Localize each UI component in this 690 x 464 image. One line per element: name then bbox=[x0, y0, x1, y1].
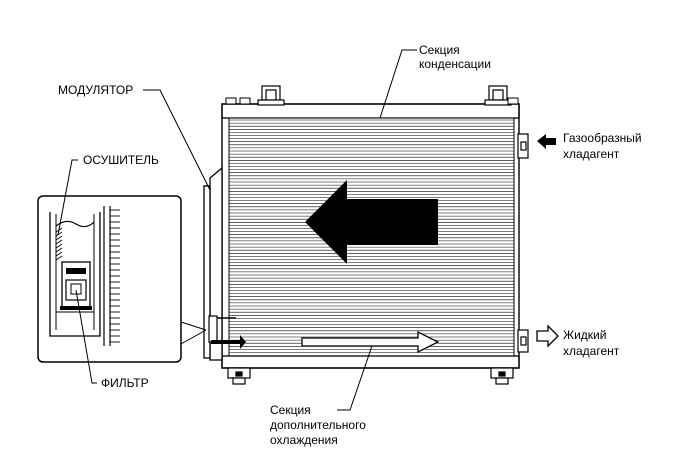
bottom-right-bracket bbox=[490, 367, 514, 385]
top-corner-tabs bbox=[225, 97, 519, 105]
label-subcooling-section-line1: Секция bbox=[270, 403, 311, 417]
label-subcooling-section-line3: охлаждения bbox=[270, 433, 338, 447]
liquid-outlet-arrow bbox=[536, 324, 559, 348]
top-left-bracket bbox=[257, 85, 285, 106]
dryer-hatch-line bbox=[55, 235, 63, 241]
label-condensing-section-line2: конденсации bbox=[419, 57, 491, 71]
dryer-hatch-line bbox=[55, 255, 63, 261]
label-gas-refrigerant-line2: хладагент bbox=[563, 147, 620, 161]
gas-inlet-fitting bbox=[517, 133, 529, 159]
label-liquid-refrigerant-line2: хладагент bbox=[563, 344, 620, 358]
label-dryer: ОСУШИТЕЛЬ bbox=[83, 153, 159, 167]
top-right-bracket bbox=[484, 85, 512, 106]
inset-fin-comb bbox=[110, 209, 120, 343]
detail-inset bbox=[37, 195, 182, 363]
flow-arrow-condensing bbox=[305, 180, 438, 264]
dryer-hatch-line bbox=[55, 247, 63, 253]
dryer-hatch-line bbox=[55, 243, 63, 249]
dryer-hatch-line bbox=[55, 231, 63, 237]
label-gas-refrigerant-line1: Газообразный bbox=[563, 131, 642, 145]
flow-arrow-subcooling bbox=[208, 315, 440, 354]
label-condensing-section-line1: Секция bbox=[419, 43, 460, 57]
dryer-hatch-line bbox=[55, 239, 63, 245]
label-filter: ФИЛЬТР bbox=[101, 376, 149, 390]
label-subcooling-section-line2: дополнительного bbox=[270, 418, 366, 432]
label-modulator: МОДУЛЯТОР bbox=[58, 83, 134, 97]
condenser-fins bbox=[229, 119, 514, 356]
inset-callout-lines bbox=[180, 321, 207, 345]
bottom-left-bracket bbox=[227, 367, 251, 385]
leader-lines bbox=[57, 49, 417, 411]
label-liquid-refrigerant-line1: Жидкий bbox=[563, 328, 607, 342]
dryer-hatch-line bbox=[55, 251, 63, 257]
liquid-outlet-fitting bbox=[517, 329, 529, 353]
modulator-tank bbox=[203, 166, 223, 361]
gas-inlet-arrow bbox=[537, 134, 556, 149]
